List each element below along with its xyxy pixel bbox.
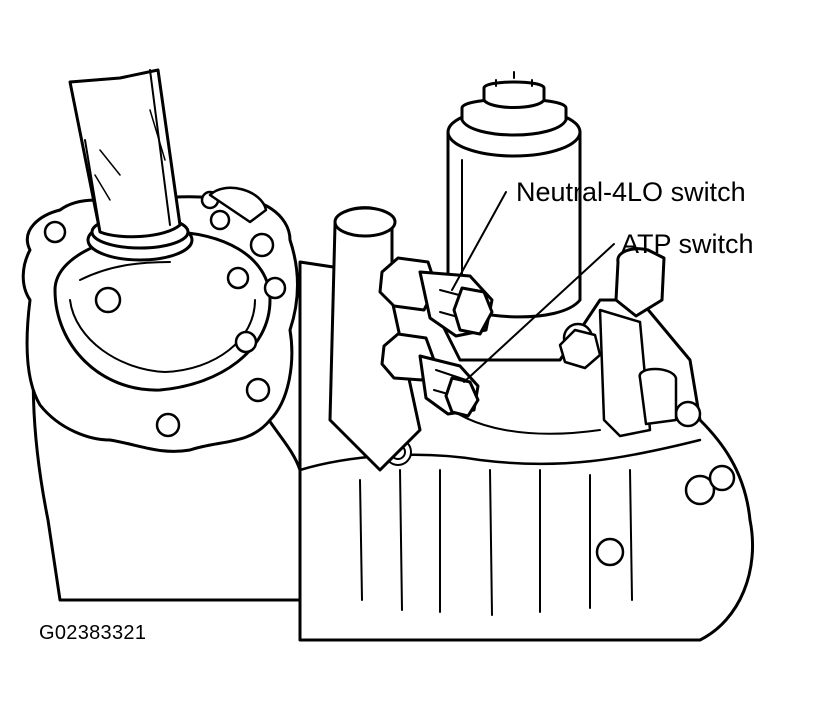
left-extension-housing <box>23 70 300 600</box>
callout-neutral-4lo-switch: Neutral-4LO switch <box>516 177 746 207</box>
atp-switch <box>382 334 478 416</box>
leader-line-atp <box>464 244 614 382</box>
figure-id: G02383321 <box>39 622 147 644</box>
callout-atp-switch: ATP switch <box>621 229 754 259</box>
wire-connector <box>600 249 676 436</box>
case-boss <box>330 208 420 470</box>
leader-lines <box>452 192 614 382</box>
neutral-4lo-switch <box>380 258 492 336</box>
leader-line-neutral-4lo <box>452 192 506 290</box>
